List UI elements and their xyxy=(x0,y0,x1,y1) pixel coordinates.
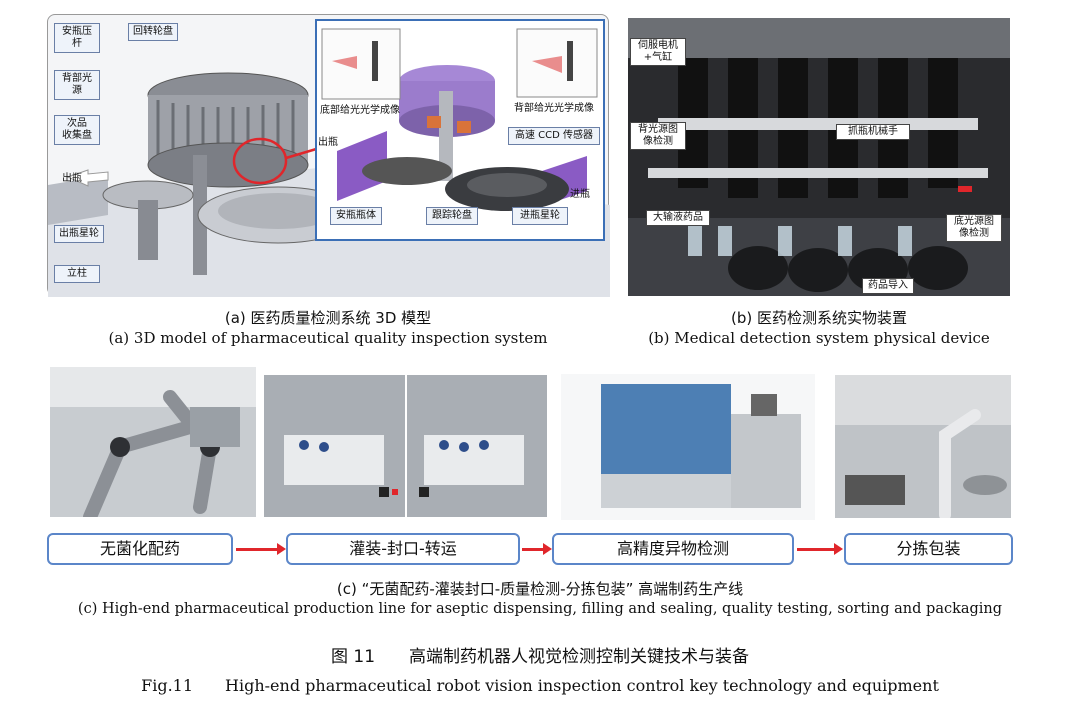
label-bottom-light-imaging: 底部给光光学成像 xyxy=(320,105,400,116)
flow-step-sorting-packaging: 分拣包装 xyxy=(844,533,1013,565)
flow-arrow-2 xyxy=(522,543,552,555)
inset-illustration xyxy=(321,28,598,211)
label-ampoule-press-rod: 安瓶压杆 xyxy=(54,23,100,53)
label-back-light-detection: 背光源图 像检测 xyxy=(630,122,686,150)
flow-arrow-1 xyxy=(236,543,286,555)
figure-title-en: Fig.11 High-end pharmaceutical robot vis… xyxy=(141,676,939,695)
label-rotary-wheel: 回转轮盘 xyxy=(128,23,178,41)
panel-a-3d-model: 安瓶压杆 回转轮盘 背部光源 次品 收集盘 出瓶 出瓶星轮 立柱 底部给光光学成… xyxy=(47,14,610,297)
filling-machine-photo xyxy=(264,375,547,517)
label-column: 立柱 xyxy=(54,265,100,283)
inspection-machine-photo xyxy=(561,374,815,520)
label-out-star-wheel: 出瓶星轮 xyxy=(54,225,104,243)
caption-a-en: (a) 3D model of pharmaceutical quality i… xyxy=(108,329,548,347)
label-bottle-in: 进瓶 xyxy=(570,189,590,200)
label-bottle-out: 出瓶 xyxy=(62,173,82,184)
device-photo xyxy=(628,18,1010,296)
caption-c-cn: (c) “无菌配药-灌装封口-质量检测-分拣包装” 高端制药生产线 xyxy=(336,580,744,598)
figure-title-cn: 图 11 高端制药机器人视觉检测控制关键技术与装备 xyxy=(330,647,750,667)
caption-a-cn: (a) 医药质量检测系统 3D 模型 xyxy=(224,309,432,327)
flow-step-inspection: 高精度异物检测 xyxy=(552,533,794,565)
caption-b-cn: (b) 医药检测系统实物装置 xyxy=(731,309,907,327)
label-high-speed-ccd: 高速 CCD 传感器 xyxy=(508,127,600,145)
label-ampoule-body: 安瓶瓶体 xyxy=(330,207,382,225)
photo-filling-sealing xyxy=(264,375,547,517)
label-drug-in: 药品导入 xyxy=(862,278,914,294)
caption-c-en: (c) High-end pharmaceutical production l… xyxy=(77,601,1003,617)
label-reject-tray: 次品 收集盘 xyxy=(54,115,100,145)
sorting-robot-photo xyxy=(835,375,1011,521)
label-in-star-wheel: 进瓶星轮 xyxy=(512,207,568,225)
flow-step-filling-sealing: 灌装-封口-转运 xyxy=(286,533,520,565)
panel-b-physical-device: 伺服电机 +气缸 背光源图 像检测 抓瓶机械手 大输液药品 底光源图 像检测 药… xyxy=(628,18,1010,296)
label-servo-cylinder: 伺服电机 +气缸 xyxy=(630,38,686,66)
flow-step-aseptic-dispensing: 无菌化配药 xyxy=(47,533,233,565)
label-back-light-source: 背部光源 xyxy=(54,70,100,100)
label-infusion: 大输液药品 xyxy=(646,210,710,226)
robot-arm-photo xyxy=(50,367,256,524)
photo-aseptic-dispensing xyxy=(50,367,256,524)
label-bottom-light-detection: 底光源图 像检测 xyxy=(946,214,1002,242)
label-tracking-wheel: 跟踪轮盘 xyxy=(426,207,478,225)
label-gripper: 抓瓶机械手 xyxy=(836,124,910,140)
photo-sorting-packaging xyxy=(835,375,1011,521)
label-bottle-out-inset: 出瓶 xyxy=(318,137,338,148)
caption-b-en: (b) Medical detection system physical de… xyxy=(648,329,990,347)
photo-inspection-machine xyxy=(561,374,815,520)
label-back-light-imaging: 背部给光光学成像 xyxy=(514,103,594,114)
flow-arrow-3 xyxy=(797,543,843,555)
